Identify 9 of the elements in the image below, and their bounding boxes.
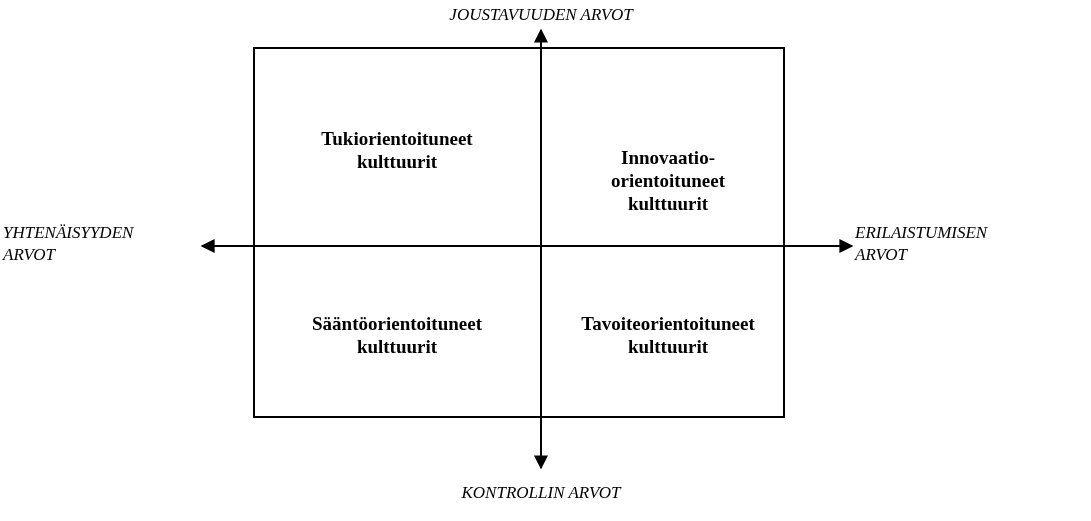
quadrant-label: Tavoiteorientoituneet kulttuurit bbox=[580, 312, 756, 358]
quadrant-label: Sääntöorientoituneet kulttuurit bbox=[311, 312, 483, 358]
axis-label: ERILAISTUMISEN ARVOT bbox=[855, 222, 989, 266]
quadrant-frame bbox=[253, 47, 785, 418]
axis-label: JOUSTAVUUDEN ARVOT bbox=[449, 4, 633, 26]
axis-label: YHTENÄISYYDEN ARVOT bbox=[3, 222, 135, 266]
quadrant-label: Innovaatio-orientoituneet kulttuurit bbox=[610, 145, 726, 215]
axis-label: KONTROLLIN ARVOT bbox=[461, 482, 621, 504]
quadrant-label: Tukiorientoituneet kulttuurit bbox=[320, 127, 474, 173]
